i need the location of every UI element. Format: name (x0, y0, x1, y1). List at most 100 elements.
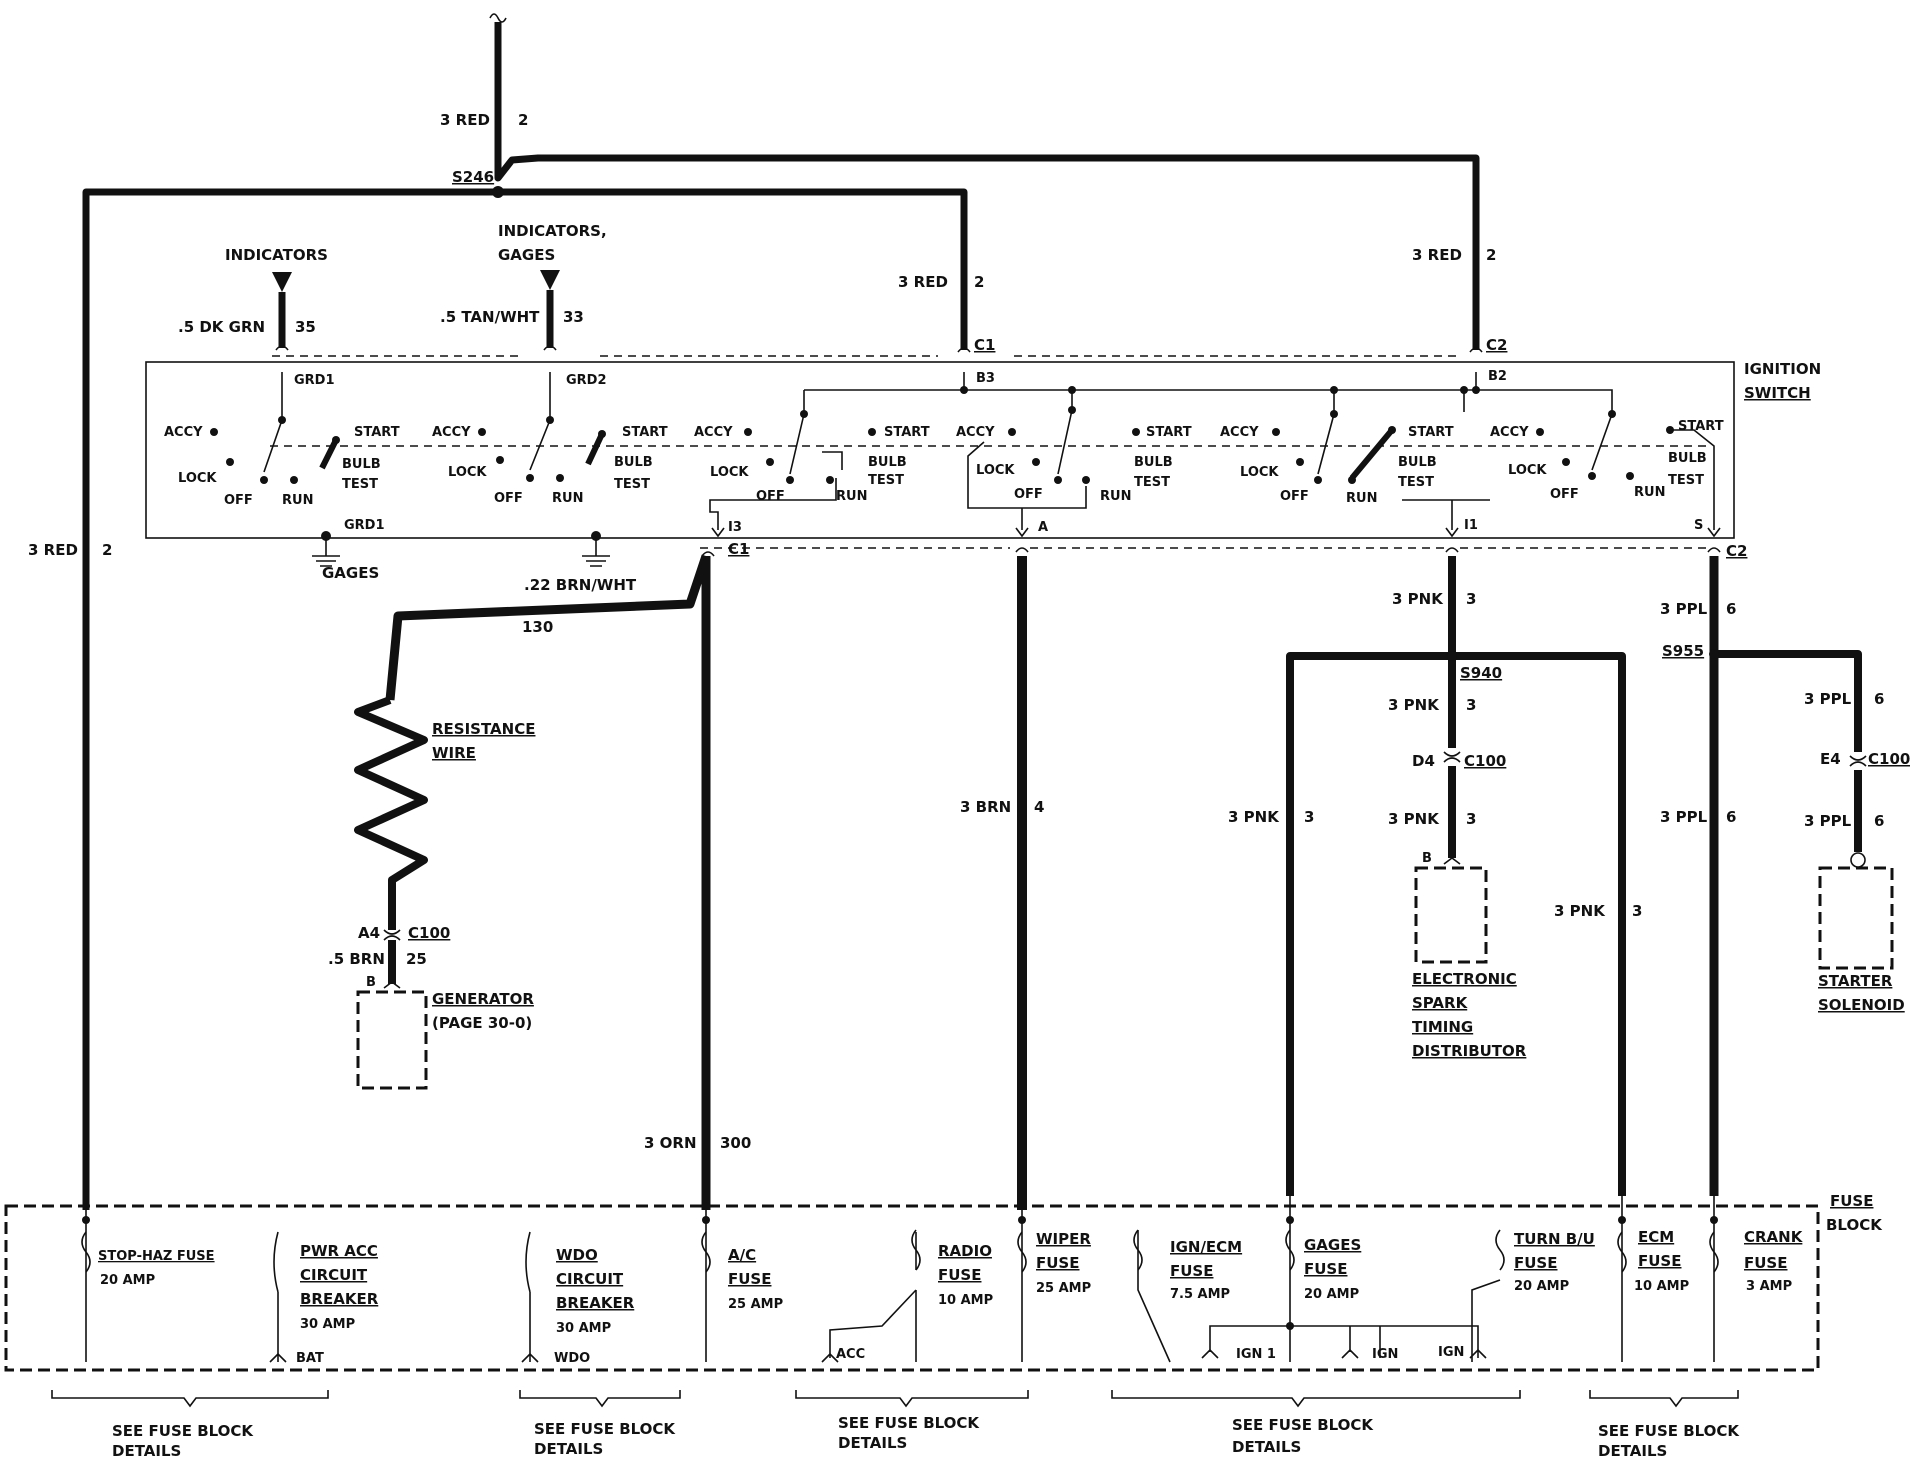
indicators-left-title: INDICATORS (225, 246, 328, 264)
brn-wire: 3 BRN (960, 798, 1011, 816)
ign-terminal-a: IGN (1372, 1347, 1398, 1362)
switch-position-labels: ACCY LOCK OFF RUN START BULB TEST ACCY L… (164, 419, 1724, 508)
indicator-wires (272, 270, 560, 348)
switch-position-label: LOCK (976, 463, 1015, 478)
est-label-3: TIMING (1412, 1018, 1473, 1036)
switch-position-label: OFF (756, 489, 785, 504)
switch-position-label: BULB (614, 455, 653, 470)
gen-pin: B (366, 975, 376, 990)
radio-fuse-amp: 10 AMP (938, 1293, 993, 1308)
see-fuse-block-2: SEE FUSE BLOCK (534, 1420, 676, 1438)
switch-position-label: RUN (836, 489, 867, 504)
pnk-circuit-3: 3 (1466, 810, 1476, 828)
brn-circuit: 4 (1034, 798, 1044, 816)
switch-position-label: OFF (224, 493, 253, 508)
pnk-circuit-2: 3 (1466, 696, 1476, 714)
connector-c2-bottom: C2 (1726, 542, 1747, 560)
pin-grd2: GRD2 (566, 373, 607, 388)
gen-wire2: .5 BRN (328, 950, 385, 968)
fuse-block (4, 1196, 1820, 1372)
orn-wire: 3 ORN (644, 1134, 697, 1152)
switch-position-label: TEST (614, 477, 650, 492)
switch-position-label: LOCK (1240, 465, 1279, 480)
indicators-mid-wire: .5 TAN/WHT (440, 308, 540, 326)
est-label-1: ELECTRONIC (1412, 970, 1517, 988)
crank-fuse-2: FUSE (1744, 1254, 1787, 1272)
ign-ecm-fuse-1: IGN/ECM (1170, 1238, 1242, 1256)
details-3: DETAILS (838, 1434, 907, 1452)
left-down-circuit: 2 (102, 541, 112, 559)
switch-position-label: RUN (1100, 489, 1131, 504)
switch-position-label: OFF (1550, 487, 1579, 502)
pin-a: A (1038, 520, 1048, 535)
ac-fuse-amp: 25 AMP (728, 1297, 783, 1312)
see-fuse-block-4: SEE FUSE BLOCK (1232, 1416, 1374, 1434)
ignition-switch-title-2: SWITCH (1744, 384, 1811, 402)
switch-position-label: START (1408, 425, 1454, 440)
switch-position-label: OFF (1014, 487, 1043, 502)
ign-ecm-fuse-amp: 7.5 AMP (1170, 1287, 1230, 1302)
est-label-2: SPARK (1412, 994, 1469, 1012)
switch-position-label: RUN (1346, 491, 1377, 506)
switch-position-label: BULB (1134, 455, 1173, 470)
switch-position-label: RUN (552, 491, 583, 506)
pin-grd1: GRD1 (294, 373, 335, 388)
top-wire-label: 3 RED (440, 111, 490, 129)
indicators-left-circuit: 35 (295, 318, 316, 336)
main-feed-wires (82, 13, 1480, 1210)
ecm-fuse-2: FUSE (1638, 1252, 1681, 1270)
ppl-circuit-1: 6 (1726, 600, 1736, 618)
switch-position-label: BULB (1668, 451, 1707, 466)
ppl-circuit-4: 6 (1874, 812, 1884, 830)
gen-circuit: 130 (522, 618, 553, 636)
turn-fuse-amp: 20 AMP (1514, 1279, 1569, 1294)
generator-page-ref: (PAGE 30-0) (432, 1014, 532, 1032)
splice-s940: S940 (1460, 664, 1502, 682)
wiper-fuse-1: WIPER (1036, 1230, 1091, 1248)
see-fuse-block-1: SEE FUSE BLOCK (112, 1422, 254, 1440)
gages-fuse-amp: 20 AMP (1304, 1287, 1359, 1302)
gen-conn: C100 (408, 924, 450, 942)
details-1: DETAILS (112, 1442, 181, 1460)
connector-c2-top: C2 (1486, 336, 1507, 354)
ppl-wire-1: 3 PPL (1660, 600, 1708, 618)
switch-position-label: BULB (1398, 455, 1437, 470)
gen-conn-pin: A4 (358, 924, 380, 942)
switch-position-label: START (1678, 419, 1724, 434)
c100-pnk: C100 (1464, 752, 1506, 770)
pnk-circuit-right: 3 (1632, 902, 1642, 920)
switch-position-label: OFF (494, 491, 523, 506)
details-4: DETAILS (1232, 1438, 1301, 1456)
pwr-acc-amp: 30 AMP (300, 1317, 355, 1332)
pin-i1: I1 (1464, 518, 1478, 533)
switch-position-label: ACCY (956, 425, 995, 440)
left-down-label: 3 RED (28, 541, 78, 559)
splice-s246: S246 (452, 168, 494, 186)
ppl-circuit-3: 6 (1874, 690, 1884, 708)
gen-wire-label: .22 BRN/WHT (524, 576, 637, 594)
pin-s: S (1694, 518, 1703, 533)
gages-fuse-2: FUSE (1304, 1260, 1347, 1278)
switch-position-label: LOCK (178, 471, 217, 486)
switch-position-label: START (622, 425, 668, 440)
see-fuse-block-3: SEE FUSE BLOCK (838, 1414, 980, 1432)
switch-position-label: BULB (868, 455, 907, 470)
switch-position-label: RUN (1634, 485, 1665, 500)
pnk-wire-1: 3 PNK (1392, 590, 1444, 608)
pnk-circuit-1: 3 (1466, 590, 1476, 608)
pnk-wire-3: 3 PNK (1388, 810, 1440, 828)
switch-position-label: TEST (1134, 475, 1170, 490)
bat-terminal: BAT (296, 1351, 324, 1366)
turn-fuse-1: TURN B/U (1514, 1230, 1595, 1248)
acc-terminal: ACC (836, 1347, 865, 1362)
indicators-mid-title-2: GAGES (498, 246, 555, 264)
switch-position-label: TEST (1668, 473, 1704, 488)
pin-grd1-bottom: GRD1 (344, 518, 385, 533)
pin-b2: B2 (1488, 369, 1507, 384)
switch-position-label: START (1146, 425, 1192, 440)
switch-position-label: LOCK (448, 465, 487, 480)
indicators-mid-circuit: 33 (563, 308, 584, 326)
fuse-block-title-1: FUSE (1830, 1192, 1873, 1210)
wdo-terminal: WDO (554, 1351, 590, 1366)
wiper-fuse-2: FUSE (1036, 1254, 1079, 1272)
